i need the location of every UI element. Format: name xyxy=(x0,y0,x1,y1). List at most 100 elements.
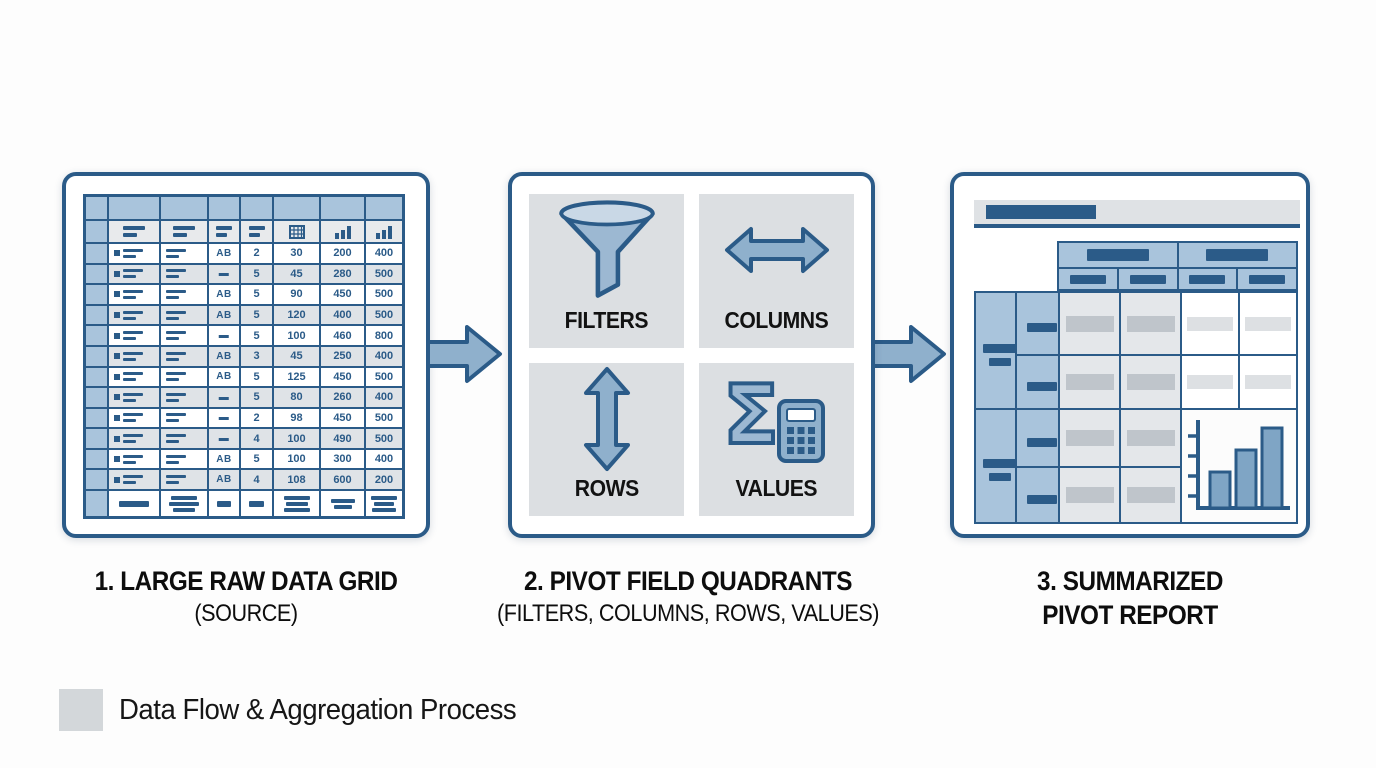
value-cell: 500 xyxy=(366,408,402,428)
type-cell: ▬ xyxy=(209,408,239,428)
type-cell: AB xyxy=(209,346,239,366)
text-placeholder xyxy=(109,305,159,325)
data-cell xyxy=(1060,410,1119,466)
svg-text:Σ: Σ xyxy=(723,368,779,463)
caption-line: 2. PIVOT FIELD QUADRANTS xyxy=(523,566,853,596)
column-group-cell xyxy=(1178,243,1296,267)
column-subheader-cell xyxy=(1059,269,1117,289)
quadrant-grid: FILTERS COLUMNS ROWS xyxy=(529,194,854,516)
grid-icon xyxy=(274,221,319,242)
text-placeholder xyxy=(161,285,207,304)
quadrant-label: VALUES xyxy=(735,475,818,501)
value-cell: 400 xyxy=(321,305,364,325)
qty-cell: 3 xyxy=(241,346,272,366)
value-cell: 400 xyxy=(366,346,402,366)
footer-total-bar xyxy=(241,491,272,516)
quadrant-filters: FILTERS xyxy=(529,194,684,348)
value-cell: 100 xyxy=(274,429,319,448)
mini-bar-chart xyxy=(1182,410,1296,522)
value-cell: 400 xyxy=(366,388,402,407)
qty-cell: 5 xyxy=(241,305,272,325)
text-placeholder xyxy=(161,470,207,489)
pivot-column-headers xyxy=(1057,241,1298,291)
header-cell xyxy=(161,197,207,219)
legend-swatch xyxy=(59,689,103,731)
qty-cell: 2 xyxy=(241,408,272,428)
text-placeholder xyxy=(109,346,159,366)
row-number-cell xyxy=(86,326,107,345)
value-cell: 98 xyxy=(274,408,319,428)
data-cell xyxy=(1121,468,1180,522)
row-number-cell xyxy=(86,305,107,325)
vertical-double-arrow-icon xyxy=(529,363,684,476)
value-cell: 500 xyxy=(366,429,402,448)
column-subheader-cell xyxy=(1238,269,1296,289)
value-cell: 30 xyxy=(274,244,319,263)
value-cell: 200 xyxy=(366,470,402,489)
legend: Data Flow & Aggregation Process xyxy=(59,689,537,731)
type-cell: AB xyxy=(209,305,239,325)
bar-chart-icon xyxy=(366,221,402,242)
text-placeholder xyxy=(109,388,159,407)
column-subheader-cell xyxy=(1178,269,1237,289)
caption-line: PIVOT REPORT xyxy=(1042,600,1218,630)
value-cell: 600 xyxy=(321,470,364,489)
value-cell: 120 xyxy=(274,305,319,325)
type-cell: AB xyxy=(209,367,239,387)
quadrant-label: COLUMNS xyxy=(724,306,829,333)
footer-lines xyxy=(274,491,319,516)
footer-total-bar xyxy=(209,491,239,516)
caption-line: 1. LARGE RAW DATA GRID xyxy=(94,566,398,596)
text-placeholder xyxy=(109,429,159,448)
value-cell: 800 xyxy=(366,326,402,345)
bar-chart-icon xyxy=(321,221,364,242)
row-subheader-cell xyxy=(1017,410,1058,466)
value-cell: 280 xyxy=(321,264,364,284)
row-number-cell xyxy=(86,449,107,469)
caption-report: 3. SUMMARIZED PIVOT REPORT xyxy=(910,566,1350,631)
row-number-cell xyxy=(86,470,107,489)
data-cell xyxy=(1121,356,1180,408)
qty-cell: 4 xyxy=(241,470,272,489)
header-cell xyxy=(241,197,272,219)
header-cell xyxy=(274,197,319,219)
text-placeholder xyxy=(109,244,159,263)
type-cell: AB xyxy=(209,449,239,469)
quadrant-label: ROWS xyxy=(574,475,639,501)
text-placeholder xyxy=(109,408,159,428)
text-lines-icon xyxy=(241,221,272,242)
value-cell: 100 xyxy=(274,449,319,469)
header-cell xyxy=(321,197,364,219)
value-cell: 90 xyxy=(274,285,319,304)
text-placeholder xyxy=(161,429,207,448)
text-placeholder xyxy=(161,264,207,284)
text-placeholder xyxy=(109,470,159,489)
report-title-placeholder xyxy=(986,205,1096,219)
flow-arrow-icon xyxy=(426,325,502,383)
text-placeholder xyxy=(109,449,159,469)
report-title-bar xyxy=(974,200,1300,224)
row-number-cell xyxy=(86,244,107,263)
pivot-grid xyxy=(974,291,1298,524)
type-cell: ▬ xyxy=(209,429,239,448)
caption-line: (SOURCE) xyxy=(194,600,298,627)
qty-cell: 4 xyxy=(241,429,272,448)
row-subheader-cell xyxy=(1017,293,1058,354)
horizontal-double-arrow-icon xyxy=(699,194,854,307)
data-cell xyxy=(1240,293,1296,354)
value-cell: 80 xyxy=(274,388,319,407)
report-panel xyxy=(950,172,1310,538)
qty-cell: 5 xyxy=(241,264,272,284)
footer-total-bar xyxy=(109,491,159,516)
quadrant-columns: COLUMNS xyxy=(699,194,854,348)
data-cell xyxy=(1060,293,1119,354)
text-placeholder xyxy=(109,326,159,345)
type-cell: AB xyxy=(209,244,239,263)
footer-lines xyxy=(161,491,207,516)
text-placeholder xyxy=(161,346,207,366)
value-cell: 460 xyxy=(321,326,364,345)
value-cell: 450 xyxy=(321,285,364,304)
row-number-cell xyxy=(86,285,107,304)
value-cell: 45 xyxy=(274,346,319,366)
